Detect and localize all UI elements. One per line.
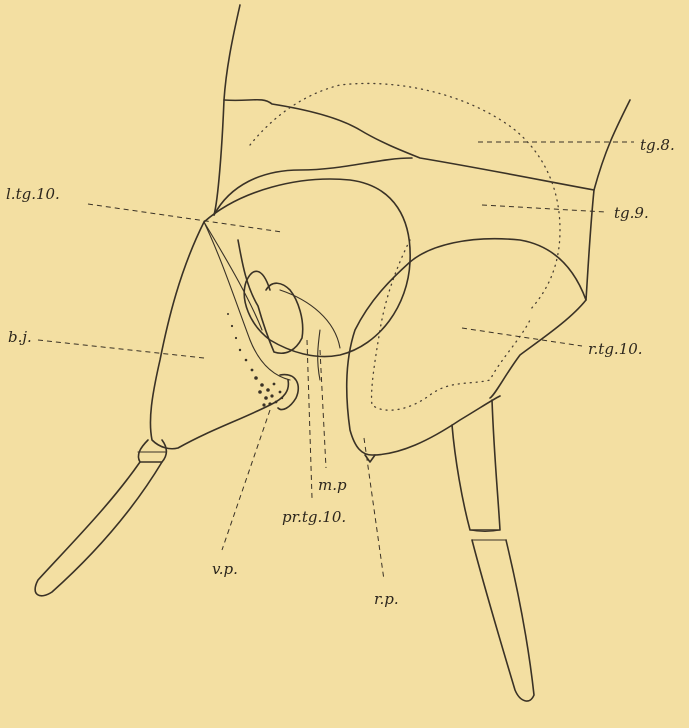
label-vp: v.p.	[212, 560, 238, 578]
leader-rtg10	[462, 328, 582, 346]
prtg10-curve	[280, 290, 340, 348]
right-cercus	[472, 540, 534, 701]
left-tergite-10	[204, 179, 410, 356]
leader-tg9	[482, 205, 606, 212]
left-cercus	[35, 462, 162, 596]
leader-bj	[38, 340, 204, 358]
label-ltg10: l.tg.10.	[6, 185, 60, 203]
label-tg9: tg.9.	[614, 204, 649, 222]
label-bj: b.j.	[8, 328, 32, 346]
label-tg8: tg.8.	[640, 136, 675, 154]
rtg10-dotted-outline	[372, 240, 530, 410]
right-tergite-10-lower	[347, 262, 500, 455]
label-rp: r.p.	[374, 590, 399, 608]
left-cercus-joint	[138, 440, 166, 462]
leader-vp	[222, 410, 270, 550]
right-tergite-10	[410, 239, 586, 398]
ventral-process-stipple	[227, 313, 283, 407]
tergite-inner-dotted	[250, 83, 560, 310]
label-mp: m.p	[318, 476, 347, 494]
left-tergite-10-inner	[238, 240, 303, 353]
label-rtg10: r.tg.10.	[588, 340, 643, 358]
basal-joint-ridge	[204, 222, 262, 330]
leader-mp	[320, 350, 326, 468]
tergite-8-outline	[224, 100, 630, 190]
tergite-9-outline	[214, 158, 412, 215]
leader-ltg10	[88, 204, 282, 232]
tergite-9-right	[586, 190, 594, 300]
leader-rp	[364, 438, 384, 580]
right-cercus-base	[452, 400, 500, 530]
label-prtg10: pr.tg.10.	[282, 508, 346, 526]
body-outline-upper	[214, 5, 240, 215]
leader-prtg10	[307, 340, 312, 498]
basal-joint-inner	[204, 222, 290, 380]
mp-curve	[318, 330, 320, 380]
